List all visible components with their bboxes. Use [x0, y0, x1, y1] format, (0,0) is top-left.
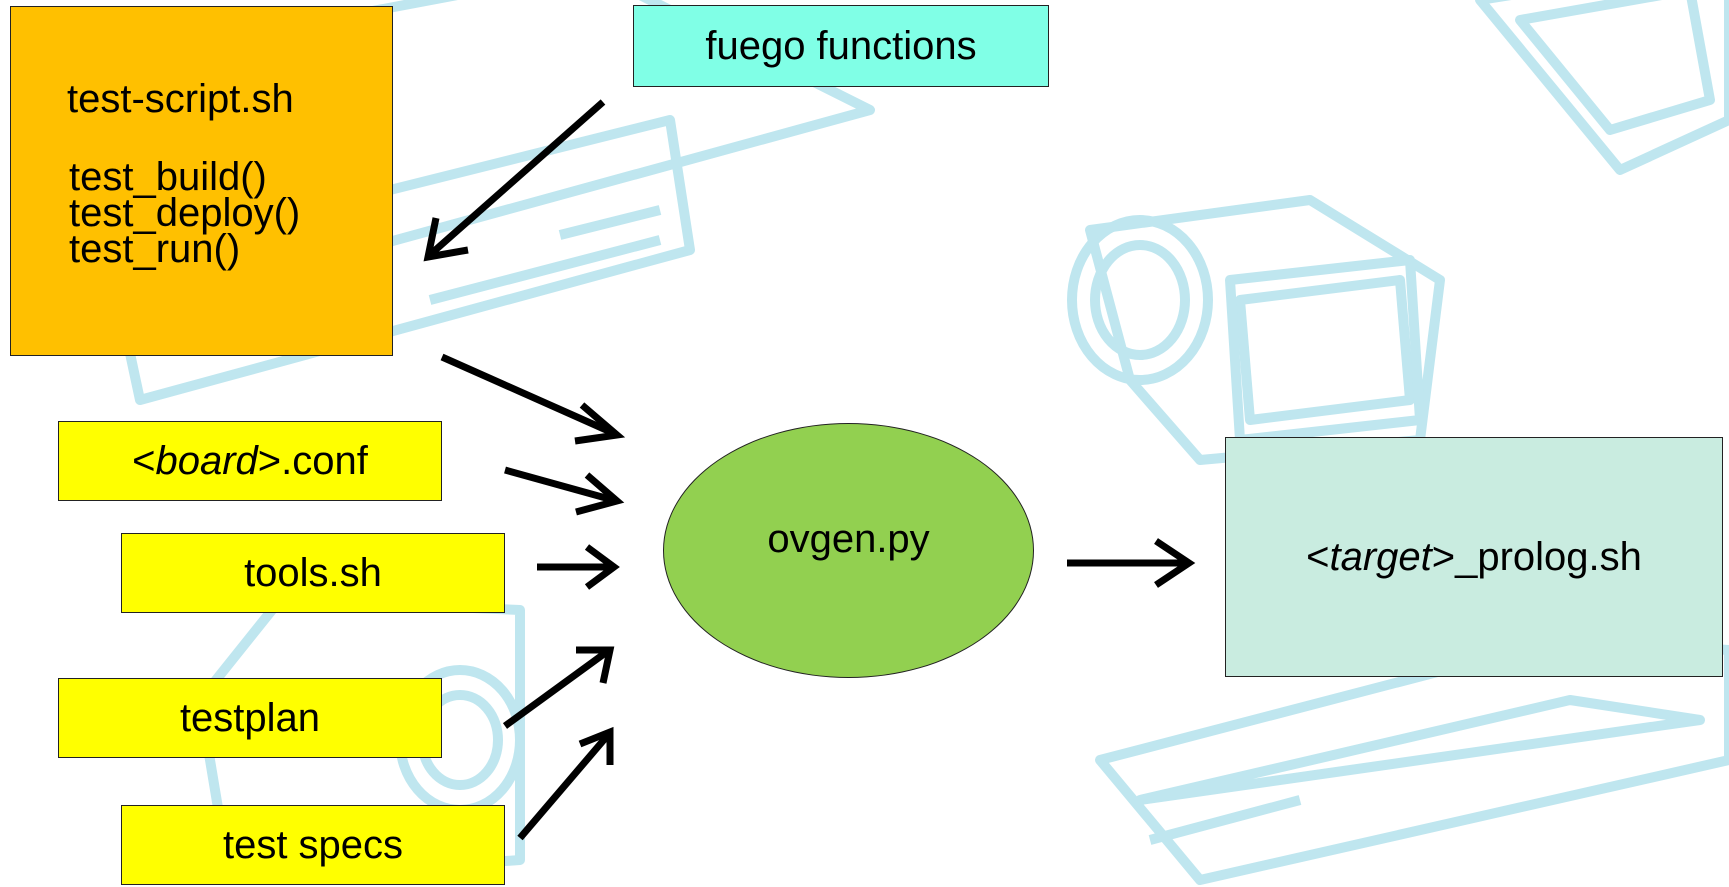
calculator-illustration — [1475, 0, 1729, 175]
board-conf-label: <board>.conf — [132, 438, 368, 483]
target-prolog-box: <target>_prolog.sh — [1225, 437, 1723, 677]
test-specs-box: test specs — [121, 805, 505, 885]
board-conf-box: <board>.conf — [58, 421, 442, 501]
fuego-functions-box: fuego functions — [633, 5, 1049, 87]
target-prolog-label: <target>_prolog.sh — [1306, 534, 1642, 579]
test-script-box: test-script.sh test_build() test_deploy(… — [10, 6, 393, 356]
function-test-deploy: test_deploy() — [69, 191, 301, 235]
testplan-box: testplan — [58, 678, 442, 758]
camera-illustration — [1067, 195, 1445, 465]
tools-sh-label: tools.sh — [244, 550, 382, 595]
test-script-functions: test_build() test_deploy() test_run() — [69, 155, 301, 271]
arrow-testplan-to-ovgen — [502, 646, 615, 729]
test-specs-label: test specs — [222, 822, 404, 867]
ovgen-label: ovgen.py — [767, 517, 930, 561]
arrow-ovgen-to-target — [1067, 538, 1196, 588]
function-test-run: test_run() — [69, 227, 241, 271]
tools-sh-box: tools.sh — [121, 533, 505, 613]
arrow-tools-to-ovgen — [537, 544, 620, 590]
arrow-script-to-ovgen — [440, 353, 626, 445]
test-script-title: test-script.sh — [67, 77, 294, 121]
arrow-board-to-ovgen — [504, 466, 625, 516]
ovgen-node: ovgen.py — [663, 423, 1034, 678]
testplan-label: testplan — [179, 695, 321, 740]
arrow-specs-to-ovgen — [517, 726, 614, 841]
fuego-functions-label: fuego functions — [705, 23, 977, 68]
function-test-build: test_build() — [69, 155, 267, 199]
arrow-fuego-to-script — [423, 99, 606, 262]
